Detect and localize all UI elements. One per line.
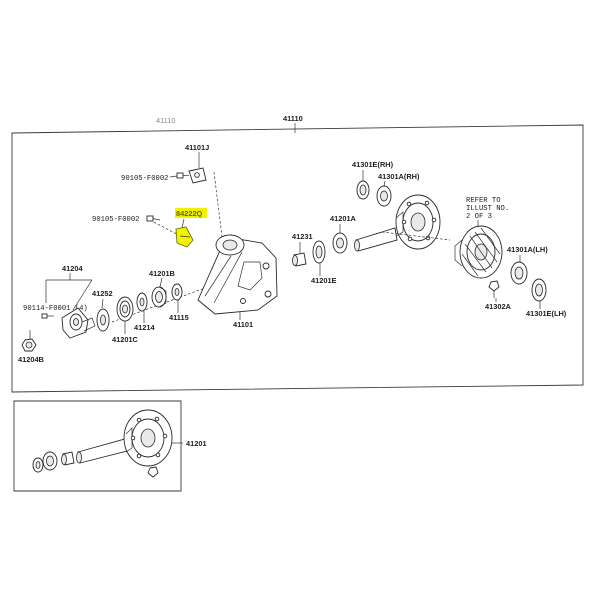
leader-84222q [181,218,185,229]
collapsible-spacer-41231[interactable] [292,252,307,267]
label-41201c: 41201C [112,335,139,344]
label-41101: 41101 [233,320,253,329]
bearing-41301a-rh[interactable] [376,185,392,207]
label-41302a: 41302A [485,302,512,311]
bolt-90114[interactable] [41,313,54,319]
label-41301e-lh: 41301E(LH) [526,309,567,318]
guide-line-vertical [213,171,223,238]
spacer-41115[interactable] [171,283,183,301]
washer-41252[interactable] [96,308,110,332]
subassembly-frame [13,400,182,492]
label-41301e-rh: 41301E(RH) [352,160,394,169]
leader-41301a-rh [383,180,386,187]
oil-seal-41301e-rh[interactable] [356,180,370,200]
oil-seal-41301e-lh[interactable] [531,278,547,302]
leader-41252 [101,298,104,309]
companion-flange-41204[interactable] [61,307,96,339]
label-41252: 41252 [92,289,113,298]
label-41214: 41214 [134,323,155,332]
label-41201a: 41201A [330,214,357,223]
label-90114: 90114-F0001 (4) [23,305,88,313]
label-41201b: 41201B [149,269,175,278]
label-41204: 41204 [62,264,83,273]
label-41101j: 41101J [185,143,209,152]
label-90105-mid: 90105-F0002 [92,216,139,224]
refer-note-line2: ILLUST NO. [466,205,509,213]
label-84222q[interactable]: 84222Q [176,209,203,218]
label-41301a-rh: 41301A(RH) [378,172,420,181]
bolt-top[interactable] [176,172,189,179]
oil-seal-41201c[interactable] [116,296,134,322]
washer-41201e[interactable] [312,240,326,264]
spacer-41214[interactable] [136,292,148,312]
bolt-middle[interactable] [146,215,161,222]
differential-case[interactable] [454,225,503,279]
refer-note-line3: 2 OF 3 [466,213,492,221]
leader-90105-top [169,175,178,178]
highlight-84222q [175,208,207,218]
leader-41204-right [72,279,93,311]
leader-41201b [159,277,163,288]
nut-41204b[interactable] [21,338,37,352]
ring-pinion-gear[interactable] [354,194,441,252]
label-90105-top: 90105-F0002 [121,175,168,183]
ring-pinion-set-41201[interactable] [32,409,173,478]
switch-84222q[interactable] [175,226,194,248]
label-41231: 41231 [292,232,313,241]
guide-line-ring [381,231,451,241]
refer-note-line1: REFER TO [466,197,501,205]
bearing-41201b[interactable] [151,286,167,308]
bearing-41301a-lh[interactable] [510,261,528,285]
label-41115: 41115 [169,313,189,322]
label-41204b: 41204B [18,355,44,364]
bracket-41101j[interactable] [188,167,207,184]
ref-label-left: 41110 [156,116,175,125]
main-diagram-frame [11,124,584,393]
bolt-41302a[interactable] [488,280,500,298]
ref-label-right: 41110 [283,114,303,123]
label-41201: 41201 [186,439,207,448]
label-41301a-lh: 41301A(LH) [507,245,548,254]
label-41201e: 41201E [311,276,337,285]
bearing-41201a[interactable] [332,232,348,254]
differential-carrier-housing[interactable] [197,234,278,315]
